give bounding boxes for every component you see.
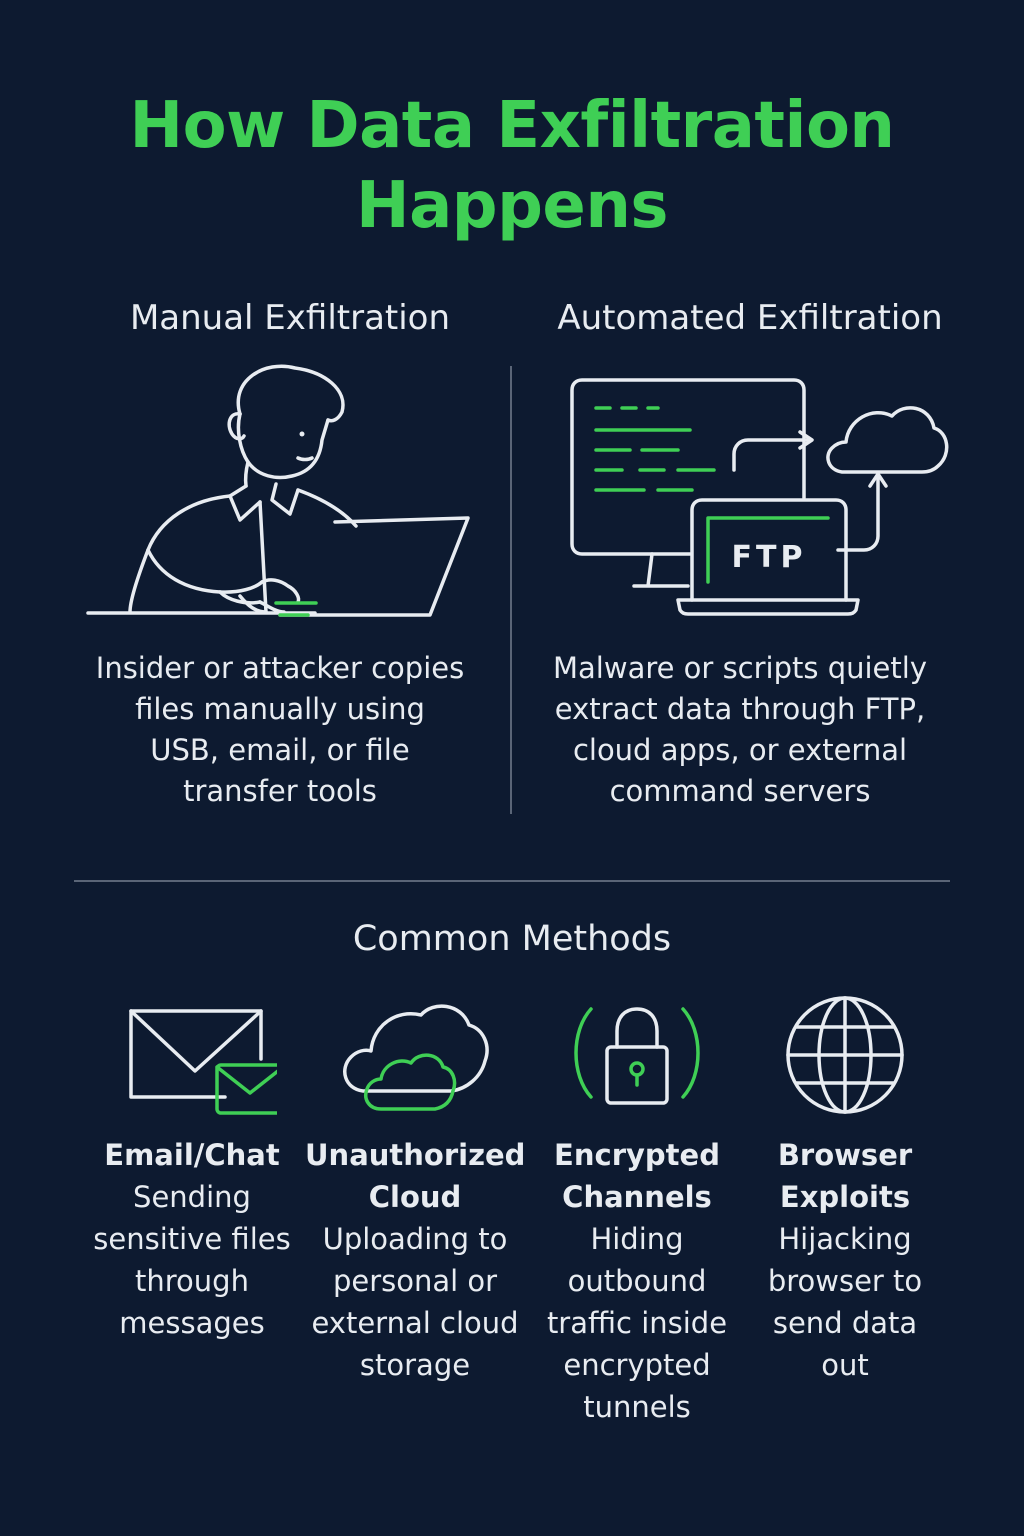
auto-desc-line: cloud apps, or external <box>572 733 908 767</box>
envelope-icon <box>129 1009 277 1115</box>
padlock-icon <box>574 1007 700 1105</box>
method-unauthorized-cloud: Unauthorized Cloud Uploading to personal… <box>305 990 525 1386</box>
method-desc-line: out <box>821 1348 869 1382</box>
method-desc-line: external cloud <box>311 1306 519 1340</box>
method-title: Unauthorized <box>305 1138 526 1172</box>
method-desc-line: personal or <box>332 1264 498 1298</box>
globe-icon <box>786 996 904 1114</box>
method-desc-line: Uploading to <box>322 1222 508 1256</box>
manual-desc-line: transfer tools <box>183 774 377 808</box>
method-desc-line: browser to <box>767 1264 923 1298</box>
manual-description: Insider or attacker copies files manuall… <box>60 648 500 812</box>
manual-desc-line: files manually using <box>135 692 425 726</box>
method-desc-line: tunnels <box>583 1390 691 1424</box>
method-desc-line: messages <box>119 1306 265 1340</box>
method-desc-line: Hijacking <box>778 1222 912 1256</box>
method-desc-line: encrypted <box>563 1348 711 1382</box>
section-divider <box>74 880 950 882</box>
auto-desc-line: extract data through FTP, <box>554 692 926 726</box>
method-encrypted-channels: Encrypted Channels Hiding outbound traff… <box>527 990 747 1428</box>
person-at-laptop-icon <box>86 364 470 617</box>
automated-description: Malware or scripts quietly extract data … <box>520 648 960 812</box>
method-title: Browser <box>777 1138 913 1172</box>
manual-exfiltration-heading: Manual Exfiltration <box>129 298 451 338</box>
method-desc-line: send data <box>772 1306 918 1340</box>
method-desc-line: outbound <box>567 1264 707 1298</box>
method-title: Email/Chat <box>104 1138 280 1172</box>
method-title: Exploits <box>779 1180 911 1214</box>
method-title: Channels <box>562 1180 712 1214</box>
cloud-icon <box>343 1004 489 1111</box>
method-desc-line: traffic inside <box>546 1306 728 1340</box>
auto-desc-line: Malware or scripts quietly <box>553 651 927 685</box>
method-email-chat: Email/Chat Sending sensitive files throu… <box>82 990 302 1344</box>
title-line-2: Happens <box>356 169 668 243</box>
ftp-label: FTP <box>731 540 807 575</box>
manual-desc-line: Insider or attacker copies <box>95 651 465 685</box>
method-desc-line: sensitive files <box>93 1222 291 1256</box>
title-line-1: How Data Exfiltration <box>129 89 895 163</box>
method-desc-line: storage <box>359 1348 471 1382</box>
method-desc-line: through <box>135 1264 249 1298</box>
page-title: How Data Exfiltration Happens <box>0 86 1024 246</box>
method-desc-line: Sending <box>133 1180 251 1214</box>
method-title: Encrypted <box>554 1138 720 1172</box>
method-browser-exploits: Browser Exploits Hijacking browser to se… <box>735 990 955 1386</box>
common-methods-heading: Common Methods <box>352 919 672 959</box>
automated-transfer-icon <box>570 378 949 616</box>
automated-exfiltration-heading: Automated Exfiltration <box>557 298 943 338</box>
manual-desc-line: USB, email, or file <box>150 733 410 767</box>
method-title: Cloud <box>368 1180 462 1214</box>
column-divider <box>510 366 512 814</box>
method-desc-line: Hiding <box>590 1222 684 1256</box>
auto-desc-line: command servers <box>609 774 871 808</box>
